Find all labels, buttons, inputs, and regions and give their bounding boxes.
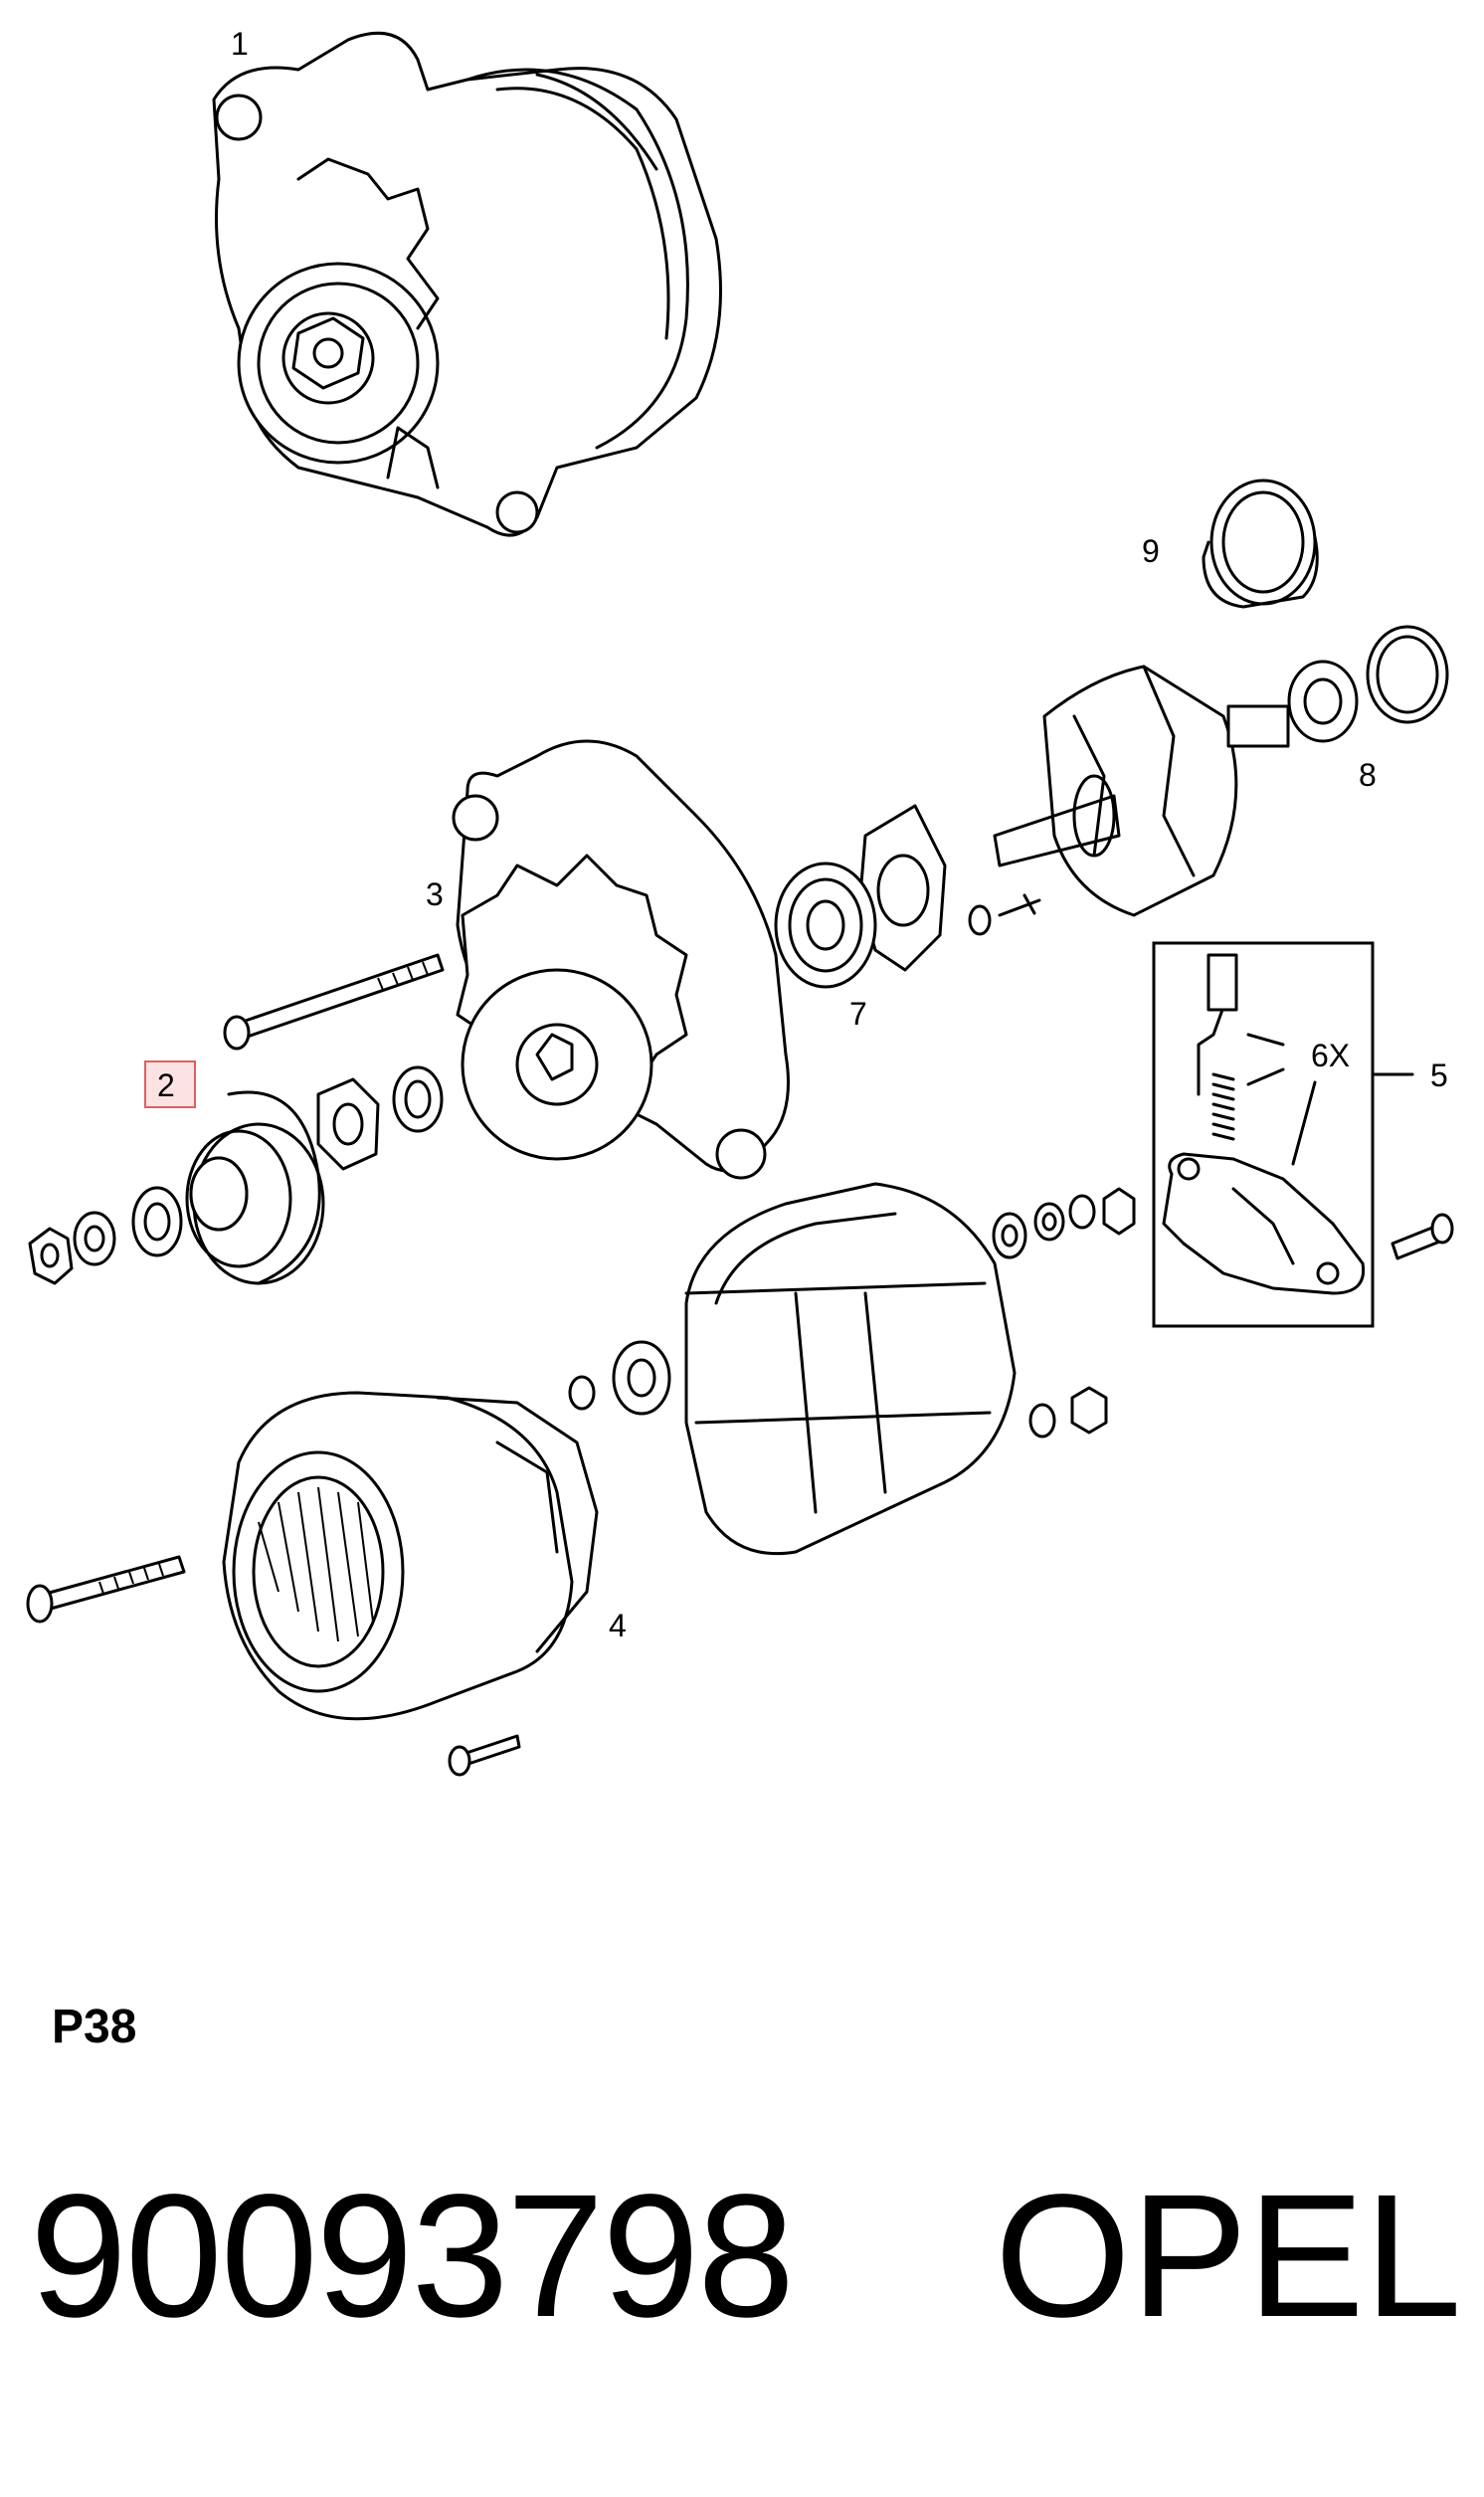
bearing-set	[774, 804, 1041, 989]
stator	[26, 1391, 599, 1777]
rotor	[993, 625, 1449, 917]
mid-fasteners	[992, 1187, 1136, 1439]
pulley-fasteners	[28, 1065, 444, 1285]
pulley	[185, 1090, 325, 1285]
slip-ring-sleeve	[1202, 479, 1319, 609]
alternator-assembly	[212, 31, 722, 537]
callout-slip-ring-sleeve: 9	[1142, 533, 1160, 569]
brand-name: OPEL	[995, 2159, 1462, 2354]
part-number: 90093798	[30, 2159, 795, 2354]
callout-drive-end-housing: 3	[426, 876, 444, 912]
brush-holder-group	[1152, 941, 1454, 1328]
callout-brush-holder: 5	[1430, 1057, 1448, 1093]
through-bolt	[223, 953, 445, 1051]
slip-ring-end-housing	[568, 1182, 1017, 1556]
callout-rotor: 8	[1359, 757, 1377, 793]
pulley-inner	[189, 1156, 249, 1232]
callout-alternator: 1	[231, 26, 249, 62]
callout-pulley: 2	[157, 1067, 175, 1103]
callout-bearing: 7	[849, 996, 867, 1032]
brush-holder-frame	[1152, 941, 1375, 1328]
callout-brush-multiplier: 6X	[1311, 1038, 1350, 1073]
diagram-code: P38	[52, 2001, 137, 2053]
callout-box-pulley	[144, 1060, 196, 1108]
drive-end-housing	[452, 739, 790, 1180]
callout-stator: 4	[609, 1608, 627, 1643]
